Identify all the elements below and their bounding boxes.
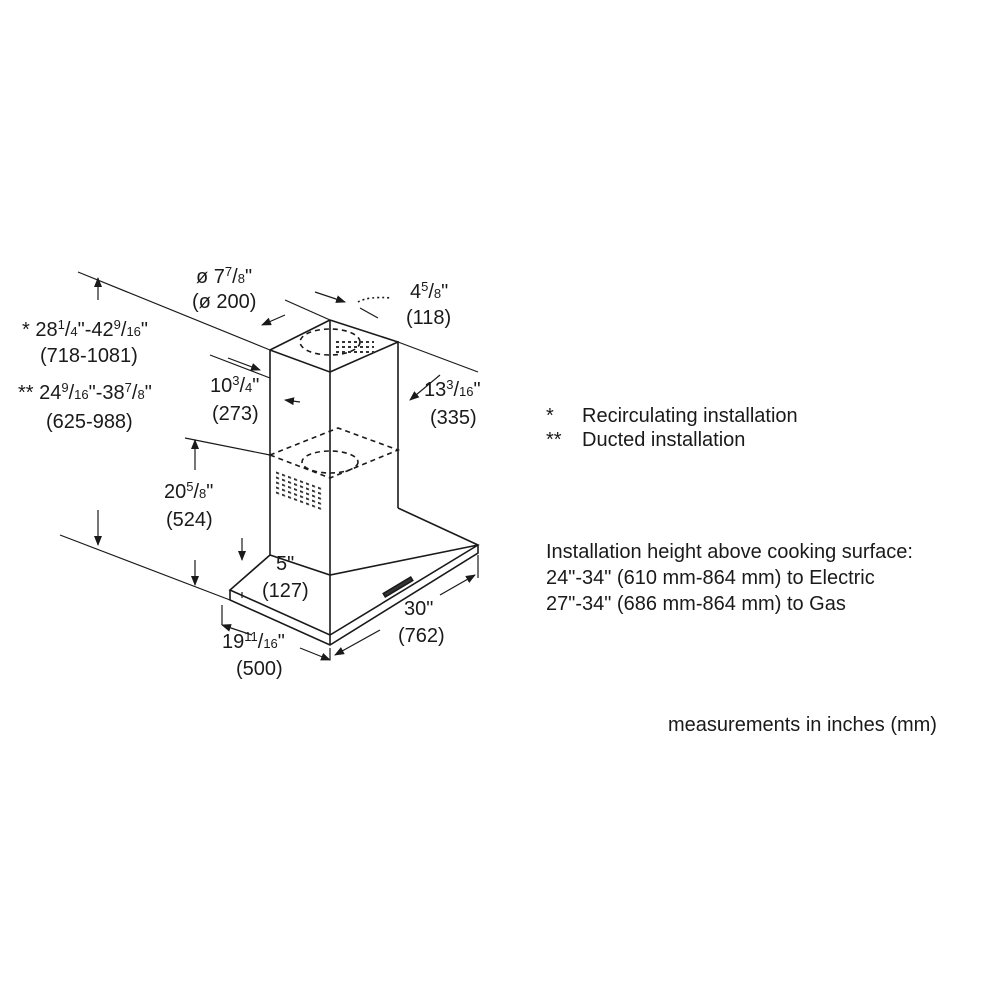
legend-symbol: * bbox=[546, 405, 554, 427]
legend-ducted: ** Ducted installation bbox=[546, 428, 745, 452]
canopy-height-imperial: 5" bbox=[276, 553, 294, 575]
chimney-depth-top-imperial: 45/8" bbox=[410, 279, 448, 303]
hood-depth-metric: (500) bbox=[236, 658, 283, 680]
chimney-overlap-dashed bbox=[267, 427, 401, 479]
legend-label: Recirculating installation bbox=[582, 405, 798, 427]
chimney-depth-metric: (335) bbox=[430, 407, 477, 429]
legend-recirculating: * Recirculating installation bbox=[546, 404, 798, 428]
vent-grille-front bbox=[276, 470, 324, 512]
chimney-width-imperial: 103/4" bbox=[210, 373, 259, 397]
recirc-height-imperial: * 281/4"-429/16" bbox=[22, 317, 148, 341]
duct-opening-bottom bbox=[301, 450, 359, 474]
hood-depth-imperial: 1911/16" bbox=[222, 629, 285, 653]
installation-height-gas: 27"-34" (686 mm-864 mm) to Gas bbox=[546, 593, 846, 615]
recirc-height-metric: (718-1081) bbox=[40, 345, 138, 367]
hood-width-imperial: 30" bbox=[404, 598, 433, 620]
installation-height-electric: 24"-34" (610 mm-864 mm) to Electric bbox=[546, 567, 875, 589]
chimney-depth-top-metric: (118) bbox=[406, 307, 451, 329]
lower-chimney-imperial: 205/8" bbox=[164, 479, 213, 503]
airflow-arc bbox=[357, 296, 393, 303]
dimension-lines bbox=[59, 271, 479, 661]
units-note: measurements in inches (mm) bbox=[668, 714, 937, 736]
chimney-depth-imperial: 133/16" bbox=[424, 377, 481, 401]
duct-diameter-imperial: ø 77/8" bbox=[196, 264, 252, 288]
control-panel bbox=[382, 575, 414, 599]
ducted-height-imperial: ** 249/16"-387/8" bbox=[18, 380, 152, 404]
lower-chimney-metric: (524) bbox=[166, 509, 213, 531]
chimney-width-metric: (273) bbox=[212, 403, 259, 425]
vent-grille-back bbox=[334, 338, 374, 354]
ducted-height-metric: (625-988) bbox=[46, 411, 133, 433]
legend-symbol: ** bbox=[546, 429, 562, 451]
canopy-height-metric: (127) bbox=[262, 580, 309, 602]
installation-height-title: Installation height above cooking surfac… bbox=[546, 541, 913, 563]
hood-width-metric: (762) bbox=[398, 625, 445, 647]
duct-diameter-metric: (ø 200) bbox=[192, 291, 256, 313]
legend-label: Ducted installation bbox=[582, 429, 746, 451]
